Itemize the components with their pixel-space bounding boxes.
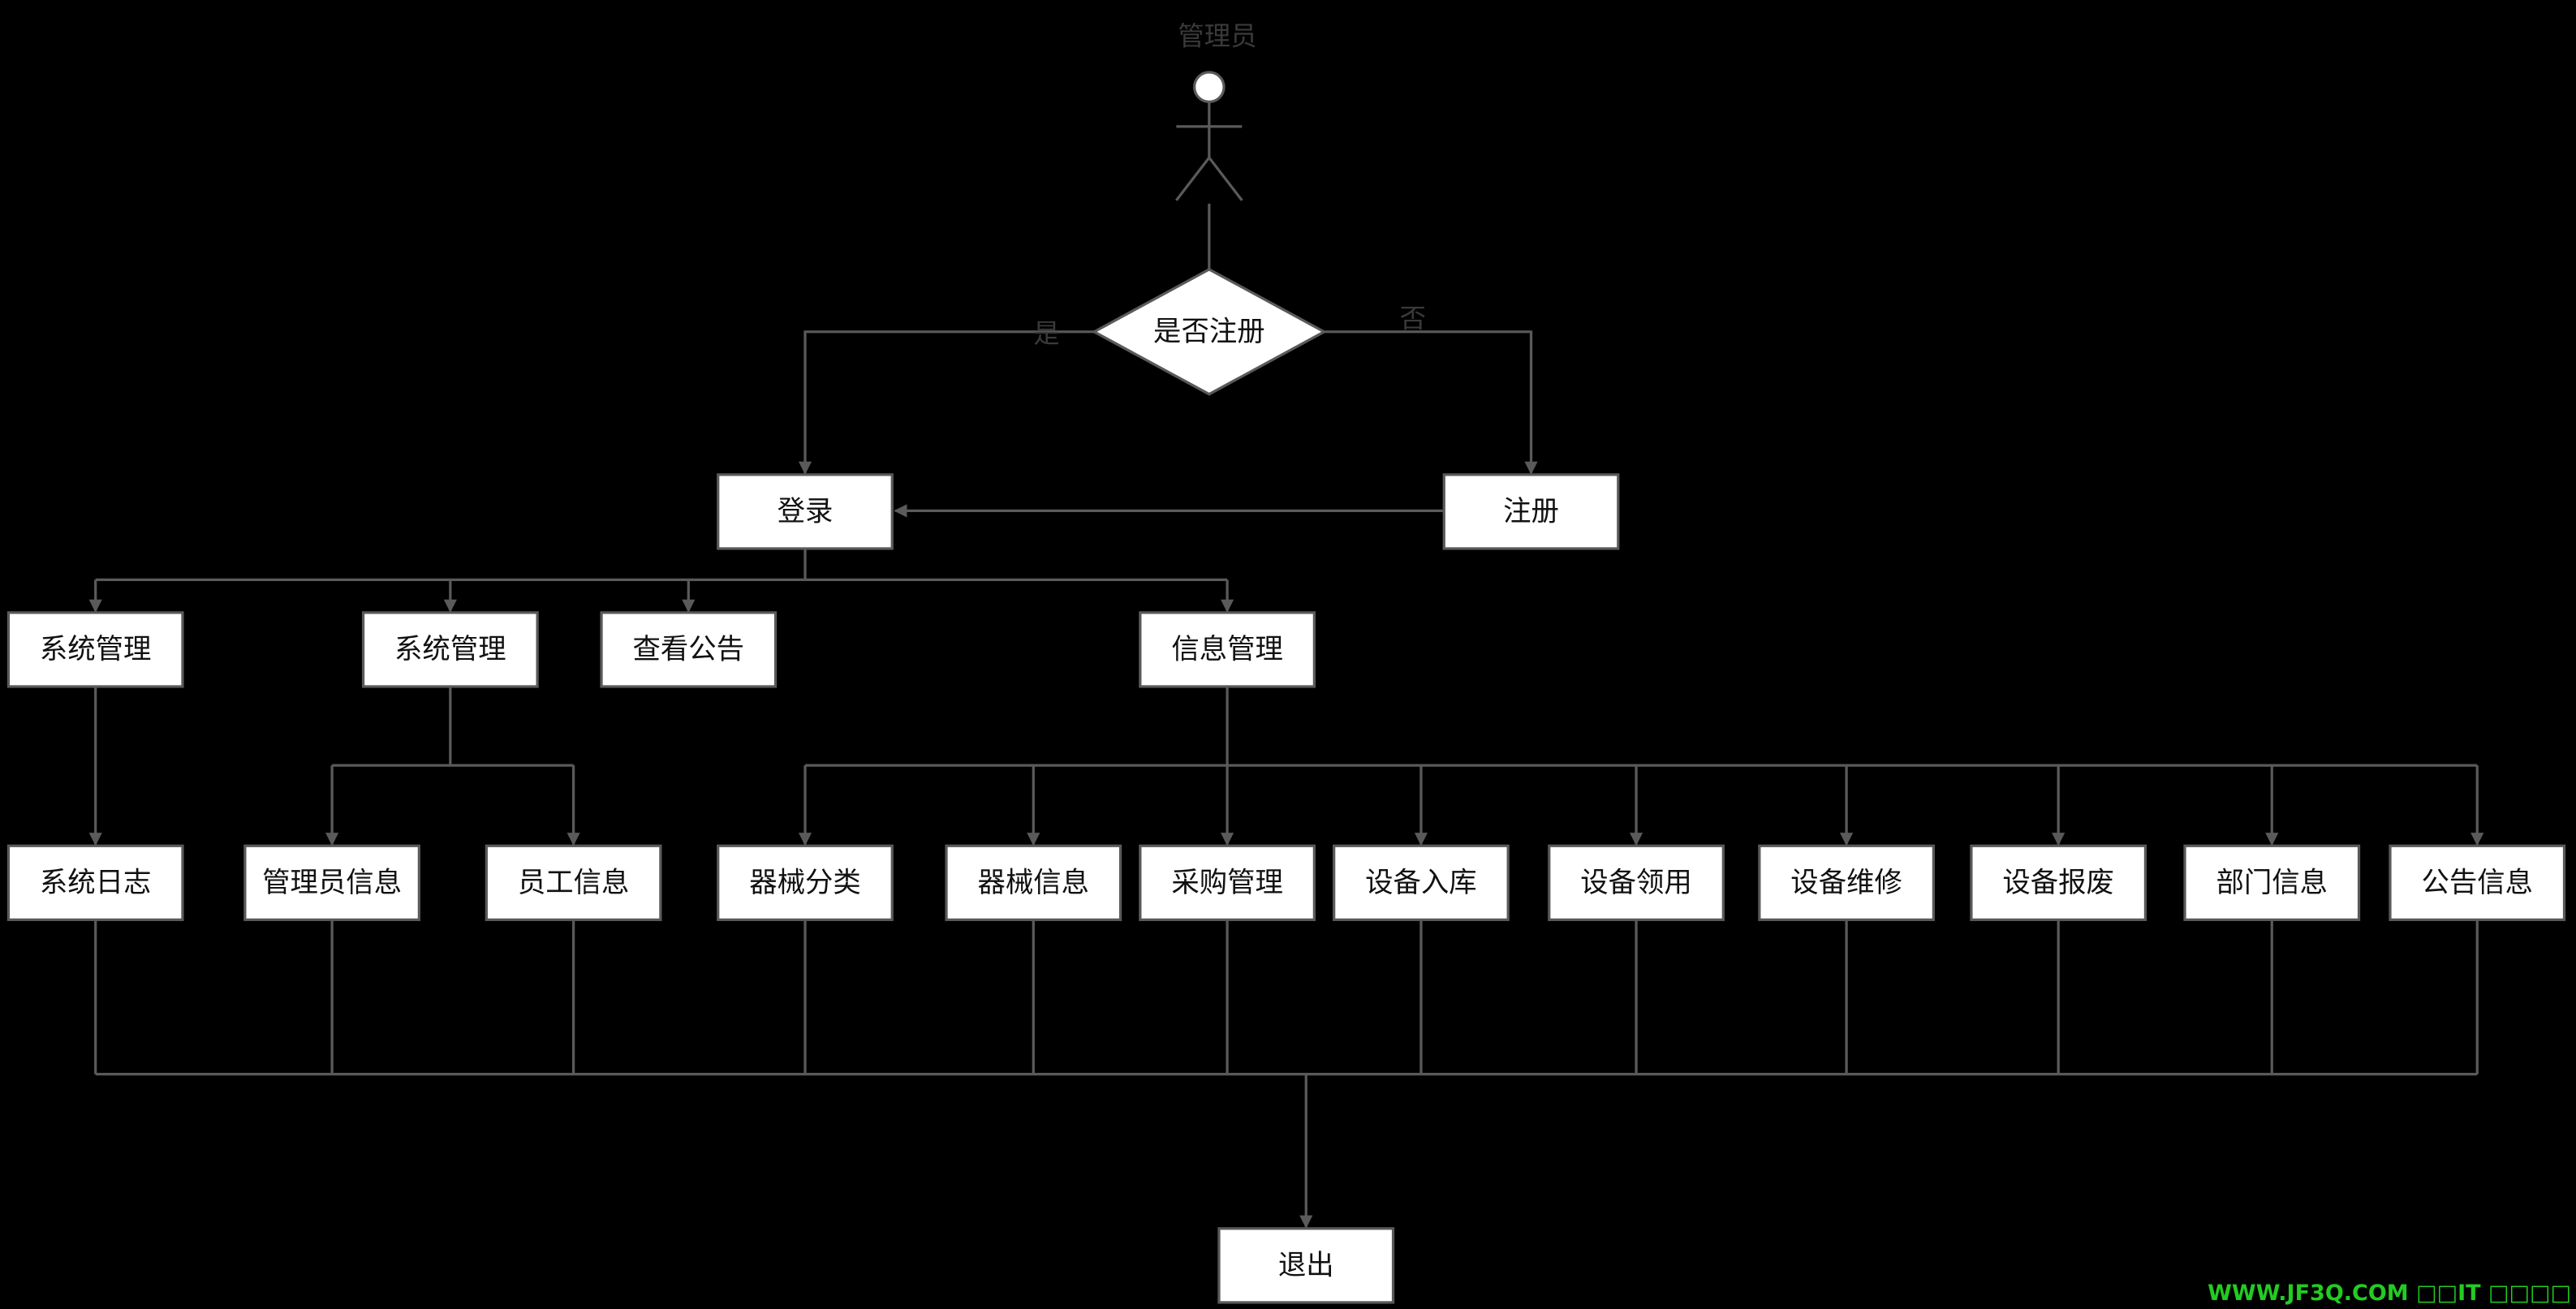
function-node-label: 器械分类 (749, 867, 861, 899)
function-node: 部门信息 (2183, 844, 2361, 921)
arrow (1324, 330, 1538, 475)
function-node: 设备报废 (1970, 844, 2147, 921)
exit-node-label: 退出 (1278, 1249, 1334, 1281)
module-node-label: 查看公告 (633, 633, 745, 665)
function-node-label: 系统日志 (40, 867, 152, 899)
function-node-label: 公告信息 (2421, 867, 2533, 899)
function-node: 设备领用 (1548, 844, 1725, 921)
module-node-label: 系统管理 (394, 633, 506, 665)
function-node-label: 设备报废 (2002, 867, 2114, 899)
function-node: 采购管理 (1139, 844, 1316, 921)
module-node-label: 信息管理 (1171, 633, 1283, 665)
decision-diamond: 是否注册 (1091, 268, 1327, 396)
module-node: 系统管理 (361, 611, 539, 688)
function-node: 系统日志 (6, 844, 184, 921)
module-node-label: 系统管理 (40, 633, 152, 665)
function-node: 公告信息 (2389, 844, 2566, 921)
function-node-label: 采购管理 (1171, 867, 1283, 899)
connectors (88, 203, 2484, 1229)
yes-label: 是 (1033, 318, 1059, 349)
login-node: 登录 (717, 473, 894, 550)
login-node-label: 登录 (778, 495, 834, 527)
function-node-label: 员工信息 (518, 867, 630, 899)
register-node: 注册 (1442, 473, 1620, 550)
function-node-label: 设备领用 (1580, 867, 1692, 899)
no-label: 否 (1400, 304, 1426, 334)
exit-node: 退出 (1217, 1227, 1395, 1304)
module-node: 信息管理 (1139, 611, 1316, 688)
module-node: 系统管理 (6, 611, 184, 688)
module-node: 查看公告 (600, 611, 778, 688)
function-node: 员工信息 (485, 844, 662, 921)
function-node-label: 设备维修 (1790, 867, 1902, 899)
function-node: 设备入库 (1333, 844, 1510, 921)
decision-label: 是否注册 (1153, 316, 1265, 348)
function-node-label: 器械信息 (978, 867, 1090, 899)
actor-label: 管理员 (1178, 21, 1256, 52)
watermark: WWW.JF3Q.COM □□IT □□□□ (2208, 1281, 2571, 1306)
function-node-label: 设备入库 (1365, 867, 1477, 899)
function-node: 设备维修 (1758, 844, 1935, 921)
function-node-label: 部门信息 (2216, 867, 2328, 899)
function-node-label: 管理员信息 (262, 867, 402, 899)
arrow (798, 330, 1095, 475)
function-node: 管理员信息 (243, 844, 421, 921)
function-node: 器械分类 (717, 844, 894, 921)
actor-icon (1175, 71, 1243, 201)
register-node-label: 注册 (1503, 495, 1559, 527)
function-node: 器械信息 (945, 844, 1122, 921)
